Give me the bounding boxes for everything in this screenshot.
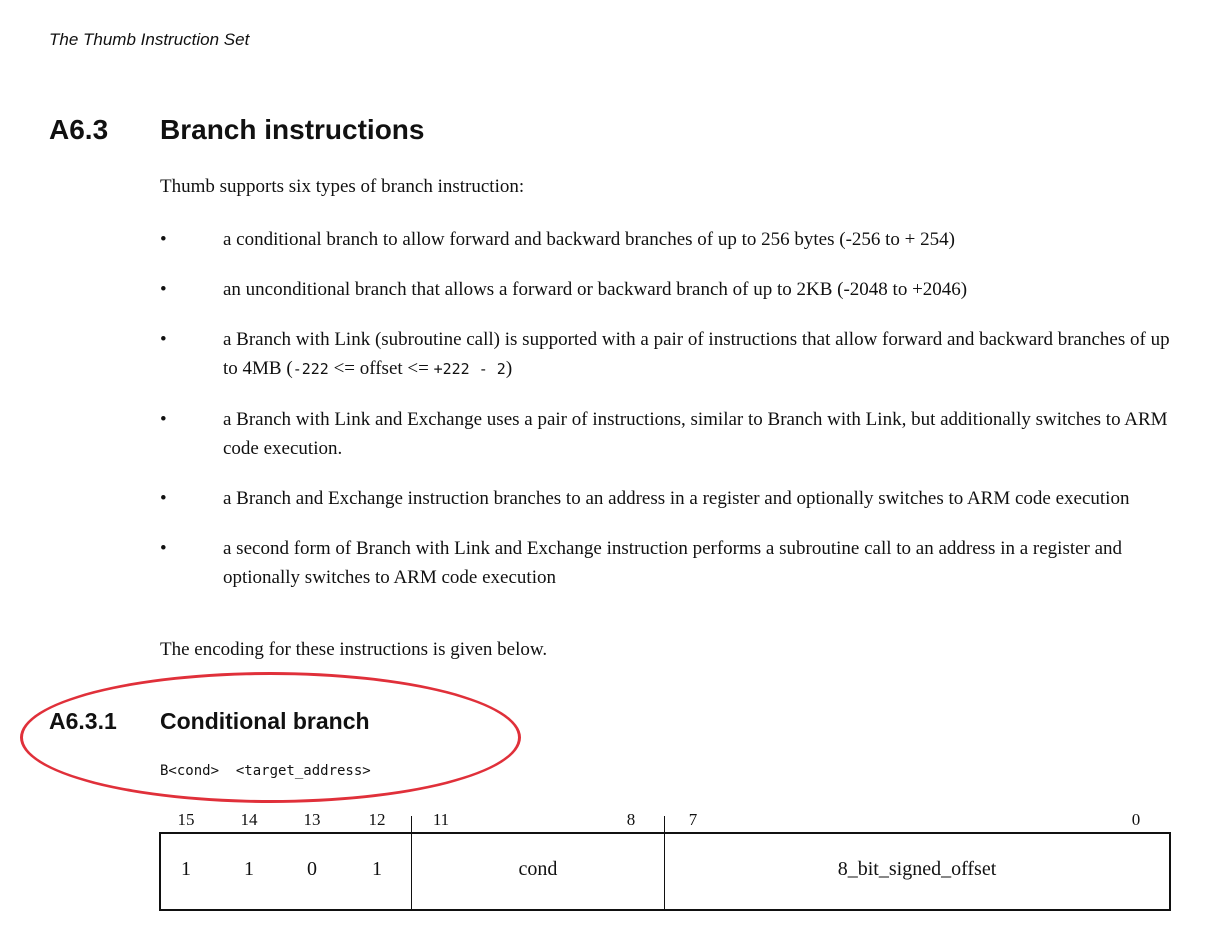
bullet-icon: • xyxy=(160,538,167,559)
encoding-field: 0 xyxy=(307,858,317,880)
encoding-box xyxy=(159,832,1171,911)
bit-number: 7 xyxy=(688,810,698,829)
list-item-text: a conditional branch to allow forward an… xyxy=(223,229,955,250)
list-item: • a Branch with Link (subroutine call) i… xyxy=(160,325,1180,384)
bit-number: 15 xyxy=(177,810,195,829)
bit-number: 12 xyxy=(368,810,386,829)
offset-max-code: +222 - 2 xyxy=(433,360,506,378)
bit-number: 0 xyxy=(1131,810,1141,829)
bit-number: 11 xyxy=(432,810,450,829)
bullet-icon: • xyxy=(160,279,167,300)
encoding-field-cond: cond xyxy=(518,858,558,880)
encoding-field-offset: 8_bit_signed_offset xyxy=(837,858,997,880)
encoding-field: 1 xyxy=(181,858,191,880)
field-boundary-tick xyxy=(411,816,412,832)
bullet-icon: • xyxy=(160,488,167,509)
section-intro: Thumb supports six types of branch instr… xyxy=(160,176,525,197)
bullet-icon: • xyxy=(160,329,167,350)
field-boundary-tick xyxy=(664,816,665,832)
list-item: • a second form of Branch with Link and … xyxy=(160,534,1180,592)
section-number: A6.3 xyxy=(49,114,109,145)
list-item-text: a Branch with Link and Exchange uses a p… xyxy=(223,409,1168,459)
branch-types-list: • a conditional branch to allow forward … xyxy=(160,225,1180,613)
encoding-field: 1 xyxy=(372,858,382,880)
field-divider xyxy=(411,832,412,911)
list-item-text: a second form of Branch with Link and Ex… xyxy=(223,538,1123,588)
list-item-text-part: ) xyxy=(505,358,513,379)
list-item: • a Branch and Exchange instruction bran… xyxy=(160,484,1180,513)
list-item: • a Branch with Link and Exchange uses a… xyxy=(160,405,1180,463)
list-item-text-part: <= offset <= xyxy=(328,358,434,379)
list-item-text: a Branch with Link (subroutine call) is … xyxy=(223,329,1170,379)
list-item-text-part: a Branch with Link (subroutine call) is … xyxy=(223,329,1170,379)
bit-number: 13 xyxy=(303,810,321,829)
bit-number: 8 xyxy=(626,810,636,829)
section-title: Branch instructions xyxy=(160,114,425,145)
highlight-ellipse xyxy=(20,672,521,803)
bullet-icon: • xyxy=(160,229,167,250)
list-item: • a conditional branch to allow forward … xyxy=(160,225,1180,254)
section-outro: The encoding for these instructions is g… xyxy=(160,639,548,660)
bullet-icon: • xyxy=(160,409,167,430)
list-item-text: a Branch and Exchange instruction branch… xyxy=(223,488,1130,509)
list-item-text: an unconditional branch that allows a fo… xyxy=(223,279,968,300)
encoding-field: 1 xyxy=(244,858,254,880)
bit-number: 14 xyxy=(240,810,258,829)
running-head: The Thumb Instruction Set xyxy=(49,30,250,49)
field-divider xyxy=(664,832,665,911)
list-item: • an unconditional branch that allows a … xyxy=(160,275,1180,304)
offset-min-code: -222 xyxy=(292,360,329,378)
